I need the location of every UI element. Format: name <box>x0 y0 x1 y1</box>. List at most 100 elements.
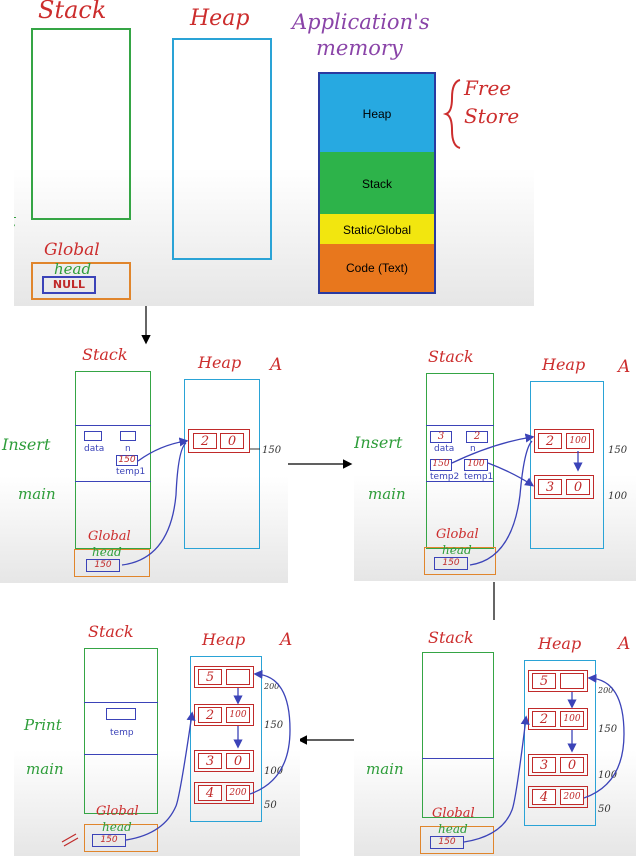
memory-overview-panel: Stack Heap Application's memory Heap Sta… <box>14 0 534 306</box>
node1-next: 100 <box>566 433 590 449</box>
print-list-panel: Stack Heap A Print temp main 5 200 2 100… <box>14 620 300 856</box>
segment-code: Code (Text) <box>318 244 436 294</box>
head-label: head <box>102 820 132 834</box>
insert-label: Insert <box>2 435 51 454</box>
node2-data: 2 <box>532 711 556 727</box>
stack-box <box>422 652 494 818</box>
n-var-box <box>120 431 136 441</box>
stack-title: Stack <box>428 628 474 647</box>
global-label: Global <box>432 806 475 821</box>
head-null-box: NULL <box>42 276 96 294</box>
data-var-label: data <box>84 444 105 454</box>
print-frame-top <box>84 702 158 703</box>
head-value: 150 <box>442 558 460 568</box>
node2-next: 100 <box>226 707 250 723</box>
head-box: 150 <box>86 559 120 572</box>
node2-next: 100 <box>560 711 584 727</box>
n-var-label: n <box>470 444 476 454</box>
temp1-value: 100 <box>464 459 488 471</box>
stack-title: Stack <box>88 622 134 641</box>
pointer-arrows <box>121 437 260 566</box>
node1-data: 5 <box>198 669 222 685</box>
head-box: 150 <box>92 834 126 847</box>
heap-box <box>530 381 604 549</box>
node2-data: 3 <box>538 479 562 495</box>
free-store-label: Free <box>464 76 512 100</box>
stack-title: Stack <box>428 347 474 366</box>
temp1-value: 150 <box>118 455 136 465</box>
pointer-arrows <box>61 669 291 847</box>
node4-next: 200 <box>226 785 250 801</box>
global-box <box>84 824 158 852</box>
node1-data: 2 <box>538 433 562 449</box>
a-label: A <box>618 634 631 654</box>
stack-box <box>84 648 158 814</box>
final-list-panel: Stack Heap A main 5 200 2 100 150 3 0 10… <box>354 620 636 856</box>
insert-frame-bottom <box>75 481 151 482</box>
global-box <box>424 547 496 575</box>
heap-node-3 <box>528 754 588 776</box>
heap-title: Heap <box>542 355 586 374</box>
segment-stack: Stack <box>318 152 436 216</box>
insert-frame-bottom <box>426 481 494 482</box>
heap-title: Heap <box>198 353 242 372</box>
free-store-label-2: Store <box>464 104 520 128</box>
pointer-arrows <box>463 673 625 843</box>
stack-title: Stack <box>38 0 107 24</box>
heap-title: Heap <box>190 6 250 31</box>
node1-next <box>226 669 250 685</box>
global-box <box>31 262 131 300</box>
free-store-brace <box>442 79 461 149</box>
stack-box <box>31 28 131 220</box>
print-frame-bottom <box>84 754 158 755</box>
node2-address: 150 <box>264 720 284 731</box>
global-box <box>74 549 150 577</box>
a-label: A <box>280 630 293 650</box>
head-box: 150 <box>430 836 464 849</box>
node-data-cell: 2 <box>193 433 217 449</box>
insert-first-node-panel: Stack Heap A Insert main data n 150 temp… <box>0 345 288 583</box>
heap-box <box>184 379 260 549</box>
node3-address: 100 <box>598 770 618 781</box>
node3-next: 0 <box>560 757 584 773</box>
n-var-label: n <box>125 444 131 454</box>
node2-address: 100 <box>608 491 628 502</box>
segment-static-global: Static/Global <box>318 214 436 246</box>
heap-node-2 <box>534 475 594 499</box>
node-next-cell: 0 <box>220 433 244 449</box>
data-var-value: 3 <box>430 431 452 443</box>
node3-next: 0 <box>226 753 250 769</box>
node1-address: 200 <box>598 686 614 695</box>
temp1-var-label: temp1 <box>116 467 146 477</box>
node3-data: 3 <box>532 757 556 773</box>
insert-label: Insert <box>354 433 403 452</box>
temp-var-label: temp <box>110 728 134 738</box>
main-label: main <box>366 760 404 778</box>
temp1-var-box: 150 <box>116 455 138 466</box>
heap-box <box>524 660 596 826</box>
heap-box <box>190 656 262 822</box>
global-label: Global <box>88 529 131 544</box>
node1-data: 5 <box>532 673 556 689</box>
node4-address: 50 <box>598 804 611 815</box>
data-var-label: data <box>434 444 455 454</box>
node3-data: 3 <box>198 753 222 769</box>
temp2-label: temp2 <box>430 472 460 482</box>
heap-title: Heap <box>202 630 246 649</box>
head-label: head <box>442 543 472 557</box>
node1-address: 150 <box>608 445 628 456</box>
app-memory-title: Application's <box>292 10 430 34</box>
main-label: main <box>368 485 406 503</box>
node4-data: 4 <box>532 789 556 805</box>
stack-box <box>75 371 151 549</box>
node4-address: 50 <box>264 800 277 811</box>
n-var-value: 2 <box>466 431 488 443</box>
node3-address: 100 <box>264 766 284 777</box>
head-box: 150 <box>434 557 468 570</box>
main-label: main <box>26 760 64 778</box>
insert-frame-top <box>426 425 494 426</box>
pointer-arrows <box>451 433 583 566</box>
temp2-value: 150 <box>430 459 452 471</box>
insert-second-node-panel: Stack Heap A Insert main 3 2 data n 150 … <box>354 345 636 581</box>
node-address: 150 <box>262 445 282 456</box>
